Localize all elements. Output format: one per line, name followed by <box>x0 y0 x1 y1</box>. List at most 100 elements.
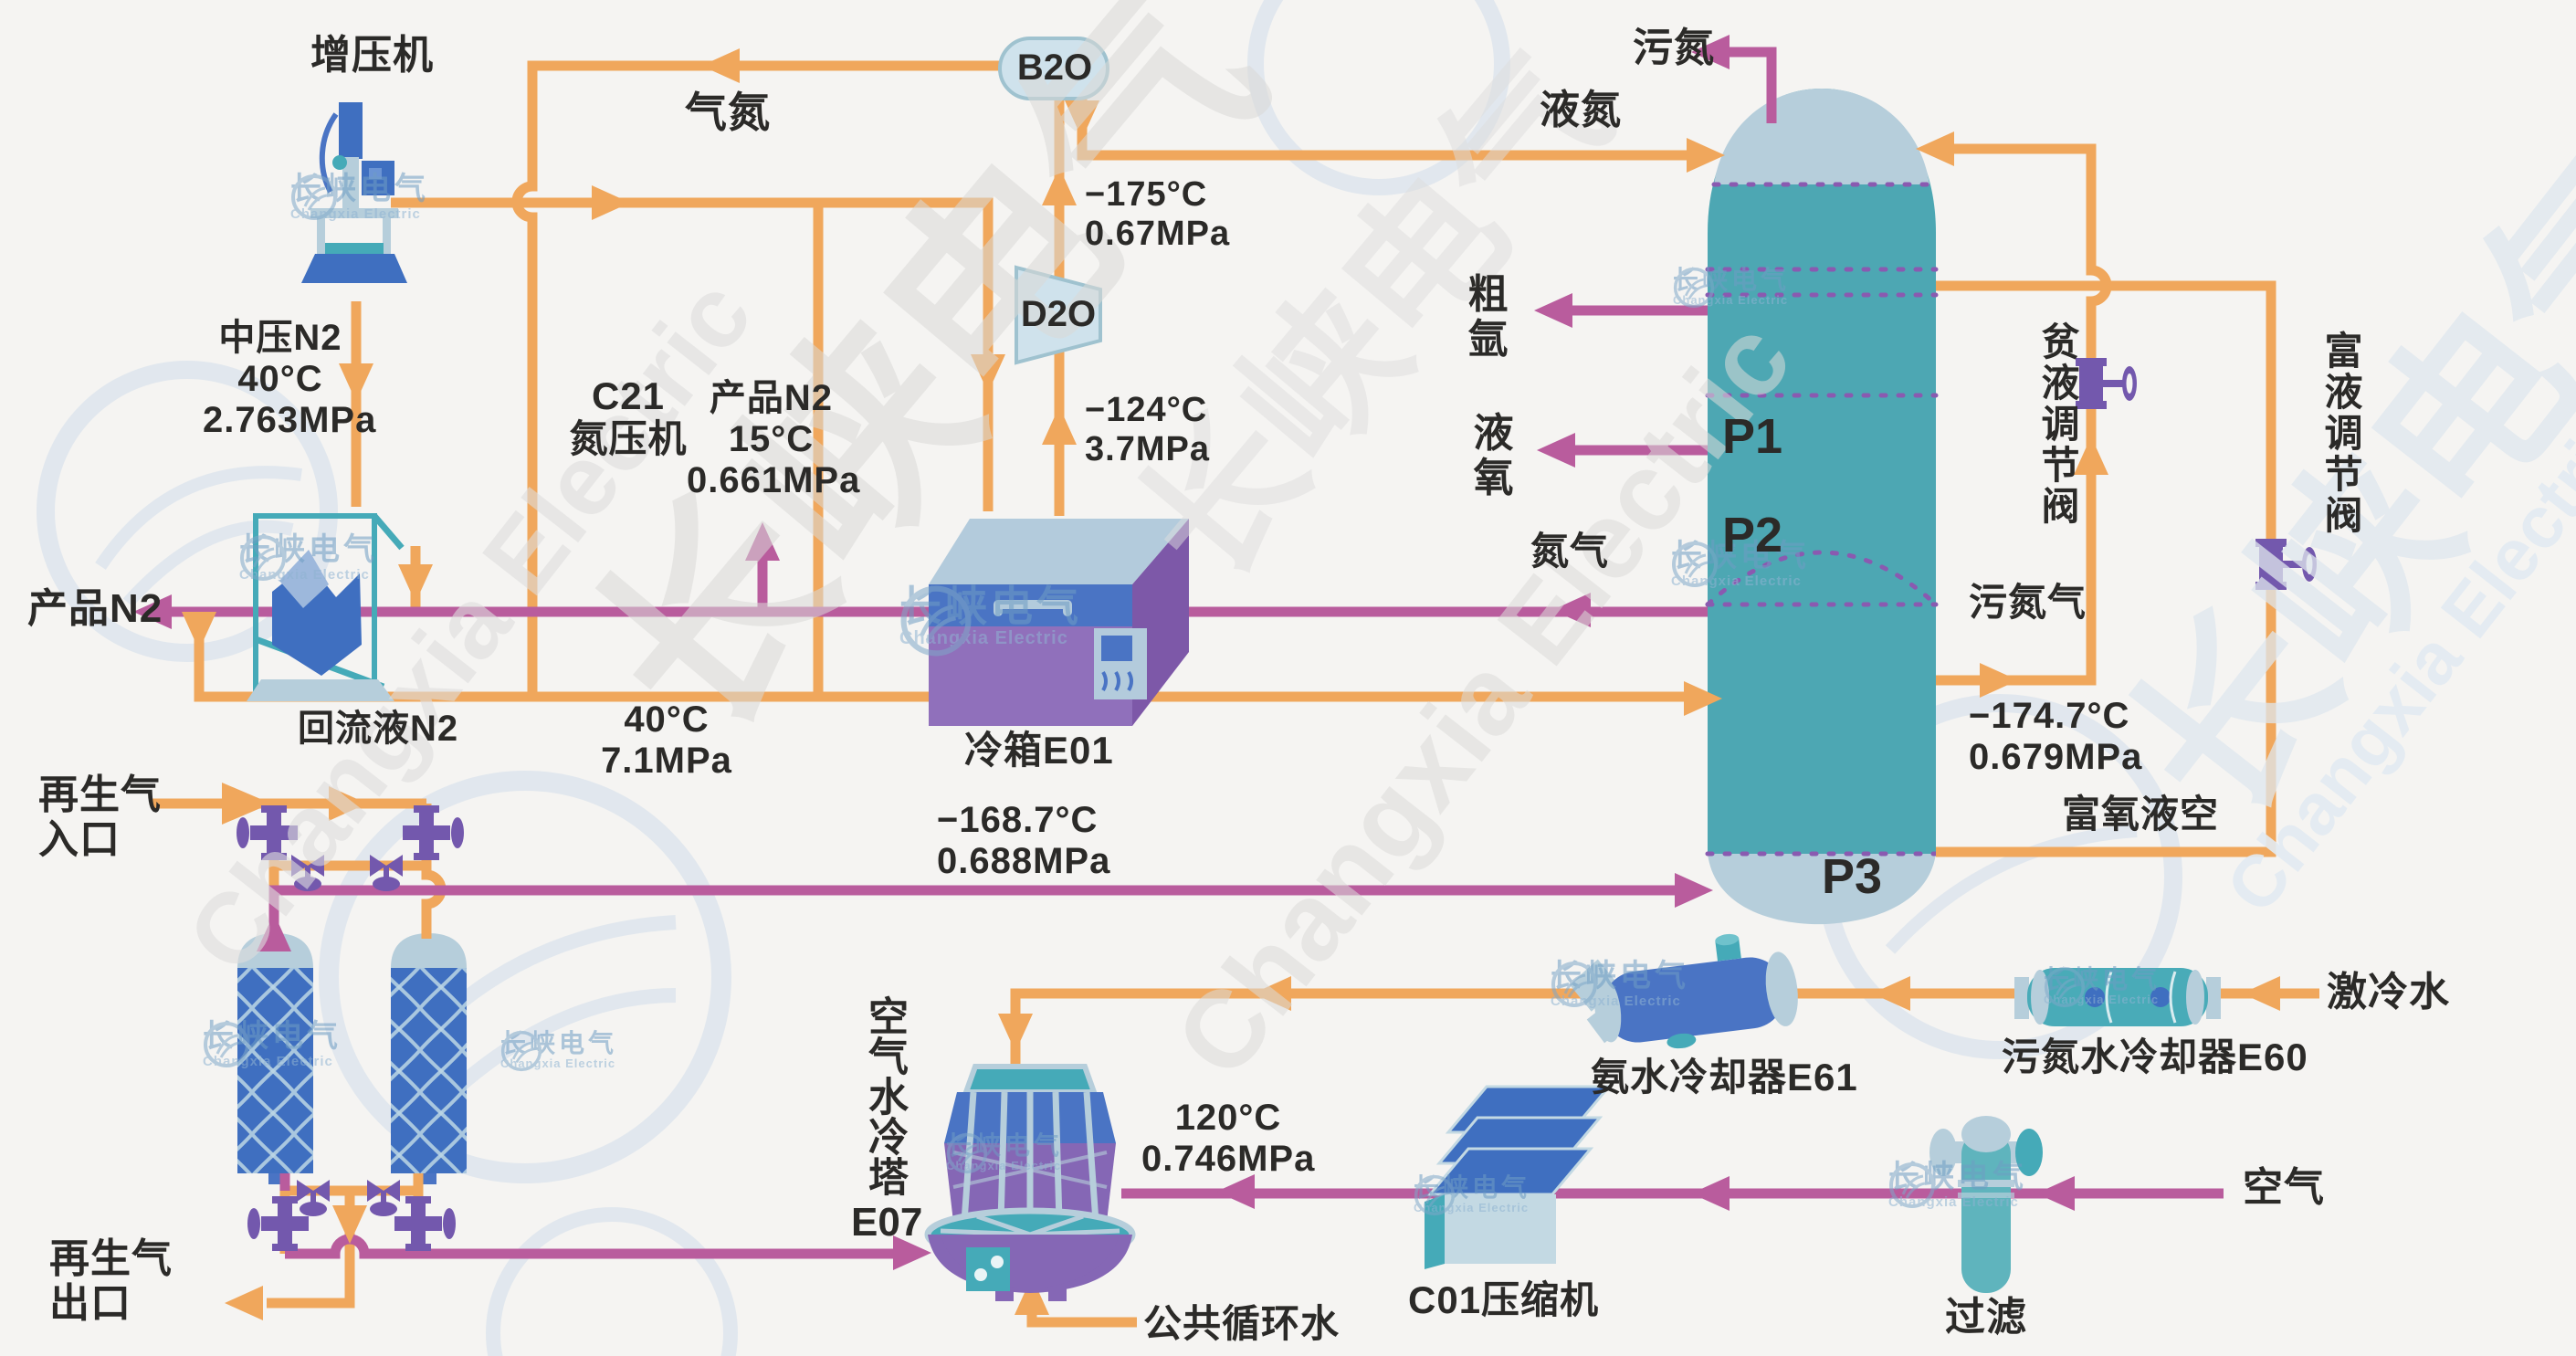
label-b2o: B2O <box>1016 47 1093 88</box>
arrow-air-to-tower <box>1216 1174 1255 1209</box>
c21-compressor <box>247 513 405 701</box>
e61-shell <box>1603 957 1785 1043</box>
tower-collar <box>962 1064 1099 1095</box>
label-waste-n2: 污氮 <box>1633 26 1715 70</box>
arrow-chill-3 <box>2242 976 2280 1011</box>
label-p3: P3 <box>1822 849 1883 904</box>
e60-head <box>2186 970 2204 1025</box>
cross-valve <box>247 1196 309 1251</box>
arrow-into-coldbox <box>971 354 1005 393</box>
cross-valve <box>403 805 464 860</box>
arrow-feed-p3 <box>1675 873 1713 908</box>
label-regen-inlet: 再生气 入口 <box>38 773 162 863</box>
arrow-chill-down <box>998 1014 1033 1052</box>
coldbox-lid <box>929 519 1189 584</box>
arrow-regen-out <box>225 1286 263 1320</box>
booster-dot <box>332 155 347 170</box>
arrow-adsorber-a-out <box>257 913 291 951</box>
booster-base-top <box>325 243 384 254</box>
label-gas-n2: 气氮 <box>685 89 771 136</box>
e61-head <box>1594 978 1622 1043</box>
label-product-n2-left: 产品N2 <box>27 586 163 631</box>
tower-foot <box>995 1288 1014 1301</box>
coldbox-tubes <box>1101 670 1133 692</box>
tower-pump-box <box>966 1247 1010 1291</box>
label-c21: C21 氮压机 <box>569 374 688 461</box>
label-chill-water: 激冷水 <box>2327 970 2450 1014</box>
filter-body <box>1961 1130 2011 1293</box>
arrow-nitrogen-gas <box>1552 593 1591 627</box>
coldbox-e01 <box>929 519 1189 726</box>
label-mp-n2: 中压N2 40°C 2.763MPa <box>203 318 377 440</box>
label-nitrogen-gas: 氮气 <box>1530 530 1610 573</box>
column-bottom-dome <box>1708 854 1936 925</box>
adsorber-b-dome <box>391 933 467 968</box>
e60-flange <box>2206 977 2221 1019</box>
label-d2o: D2O <box>1020 294 1097 334</box>
d2o-expander <box>1015 265 1102 365</box>
cooler-e61 <box>1569 933 1798 1049</box>
booster-shelf <box>310 208 398 218</box>
arrow-gas-n2 <box>701 48 740 83</box>
arrow-waste-n2-gas <box>1980 663 2018 698</box>
arrow-product-n2-branch <box>745 522 780 561</box>
arrow-air-into-filter <box>2036 1176 2075 1211</box>
label-tower-tag: E07 <box>851 1200 923 1245</box>
filter-cap <box>1961 1116 2011 1152</box>
arrow-manifold <box>329 786 367 821</box>
gate-valve <box>367 1180 400 1216</box>
label-booster: 增压机 <box>310 33 434 78</box>
c21-base <box>247 679 394 701</box>
label-regen-outlet: 再生气 出口 <box>49 1236 173 1327</box>
label-crude-argon: 粗 氩 <box>1467 272 1509 363</box>
pipe-booster-to-coldbox <box>391 197 994 511</box>
watermark-circle <box>486 1207 738 1356</box>
booster-cable <box>319 112 339 194</box>
watermark-swirl <box>95 466 302 607</box>
label-reflux-n2: 回流液N2 <box>298 709 459 749</box>
e60-port <box>2085 987 2105 1007</box>
label-c01: C01压缩机 <box>1408 1278 1600 1321</box>
arrow-mp-n2 <box>339 363 373 402</box>
e61-drain <box>1667 1033 1697 1049</box>
label-p1: P1 <box>1722 409 1783 464</box>
tower-pump-dot <box>991 1256 1004 1268</box>
cross-valve <box>237 805 298 860</box>
booster-unit <box>301 102 407 283</box>
label-lean-valve: 贫液调节阀 <box>2036 321 2079 527</box>
adsorber-b <box>391 933 467 1184</box>
watermark-swirl <box>1885 825 2138 954</box>
column-body <box>1708 89 1936 854</box>
watermark-circles <box>37 0 2182 1356</box>
label-product-n2-top: 产品N2 15°C 0.661MPa <box>687 378 861 500</box>
cooling-tower-e07 <box>924 1064 1136 1301</box>
pipe-to-tower <box>285 1234 897 1259</box>
label-liquid-n2: 液氮 <box>1540 88 1622 132</box>
label-p2: P2 <box>1722 508 1783 562</box>
arrow-reflux-in <box>1684 681 1722 716</box>
column-section-arc <box>1705 550 1939 607</box>
booster-base <box>301 254 407 283</box>
arrow-reflux-drop <box>182 612 216 650</box>
label-rich-valve: 富液调节阀 <box>2319 331 2362 536</box>
flow-arrows <box>133 35 2280 1320</box>
label-120c: 120°C 0.746MPa <box>1141 1098 1316 1179</box>
gate-valve <box>297 1180 330 1216</box>
arrow-waste-n2-out <box>1691 35 1730 69</box>
gate-valve <box>370 855 403 891</box>
adsorber-a-packing <box>237 968 313 1173</box>
adsorber-a <box>237 933 313 1184</box>
coldbox-panel-screen <box>1101 636 1132 661</box>
tower-pump-dot <box>974 1268 987 1281</box>
arrow-lean-up <box>2074 436 2108 475</box>
label-liquid-oxygen: 液 氧 <box>1473 411 1515 501</box>
e60-weld-lines <box>2105 971 2177 1024</box>
rich-liquid-control-valve <box>2255 539 2317 590</box>
c01-edge <box>1425 1194 1445 1269</box>
arrow-chill-1 <box>1253 976 1291 1011</box>
arrow-crude-argon <box>1534 293 1572 328</box>
watermark-circle <box>37 361 338 662</box>
filter-ear <box>1929 1129 1957 1176</box>
booster-leg <box>317 218 325 275</box>
booster-cylinder <box>339 102 363 159</box>
